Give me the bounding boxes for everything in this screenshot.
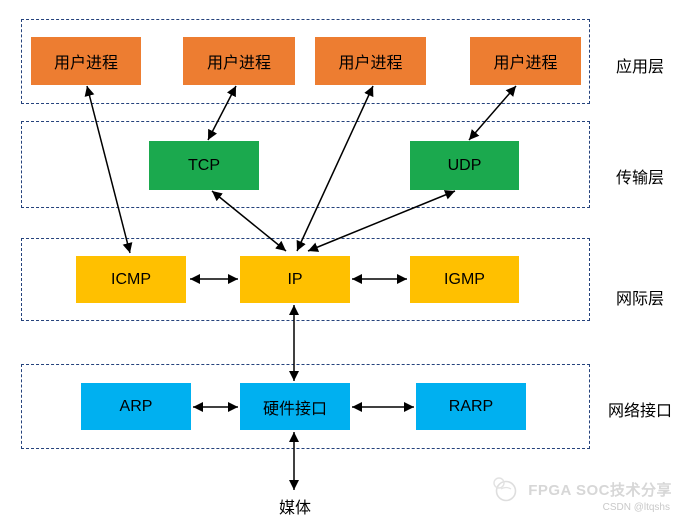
layer-label-internet: 网际层 [615, 291, 664, 308]
watermark-logo-icon [493, 477, 517, 502]
box-label: UDP [447, 156, 482, 174]
box-udp: UDP [410, 141, 519, 190]
box-label: 用户进程 [493, 55, 558, 72]
box-label: 硬件接口 [262, 400, 327, 418]
box-igmp: IGMP [410, 256, 519, 303]
box-hardware-interface: 硬件接口 [240, 383, 350, 430]
box-user-process-3: 用户进程 [315, 37, 426, 85]
box-tcp: TCP [149, 141, 259, 190]
media-label: 媒体 [278, 500, 311, 517]
layer-label-transport: 传输层 [615, 170, 664, 187]
box-user-process-2: 用户进程 [183, 37, 295, 85]
box-label: IP [287, 270, 303, 288]
box-label: ARP [119, 397, 153, 415]
box-label: RARP [448, 397, 494, 415]
watermark: FPGA SOC技术分享 CSDN @ltqshs [489, 475, 672, 513]
box-rarp: RARP [416, 383, 526, 430]
box-icmp: ICMP [76, 256, 186, 303]
layer-rect-network-interface [21, 364, 590, 449]
box-ip: IP [240, 256, 350, 303]
box-user-process-1: 用户进程 [31, 37, 141, 85]
box-label: 用户进程 [206, 55, 271, 72]
watermark-title: FPGA SOC技术分享 [528, 481, 672, 499]
layer-label-network-interface: 网络接口 [607, 403, 672, 420]
box-label: TCP [188, 156, 220, 174]
box-label: 用户进程 [53, 55, 118, 72]
box-label: ICMP [111, 270, 151, 288]
layer-label-application: 应用层 [615, 59, 664, 76]
watermark-credit: CSDN @ltqshs [602, 502, 670, 513]
box-user-process-4: 用户进程 [470, 37, 581, 85]
box-arp: ARP [81, 383, 191, 430]
box-label: 用户进程 [338, 55, 403, 72]
box-label: IGMP [444, 270, 485, 288]
